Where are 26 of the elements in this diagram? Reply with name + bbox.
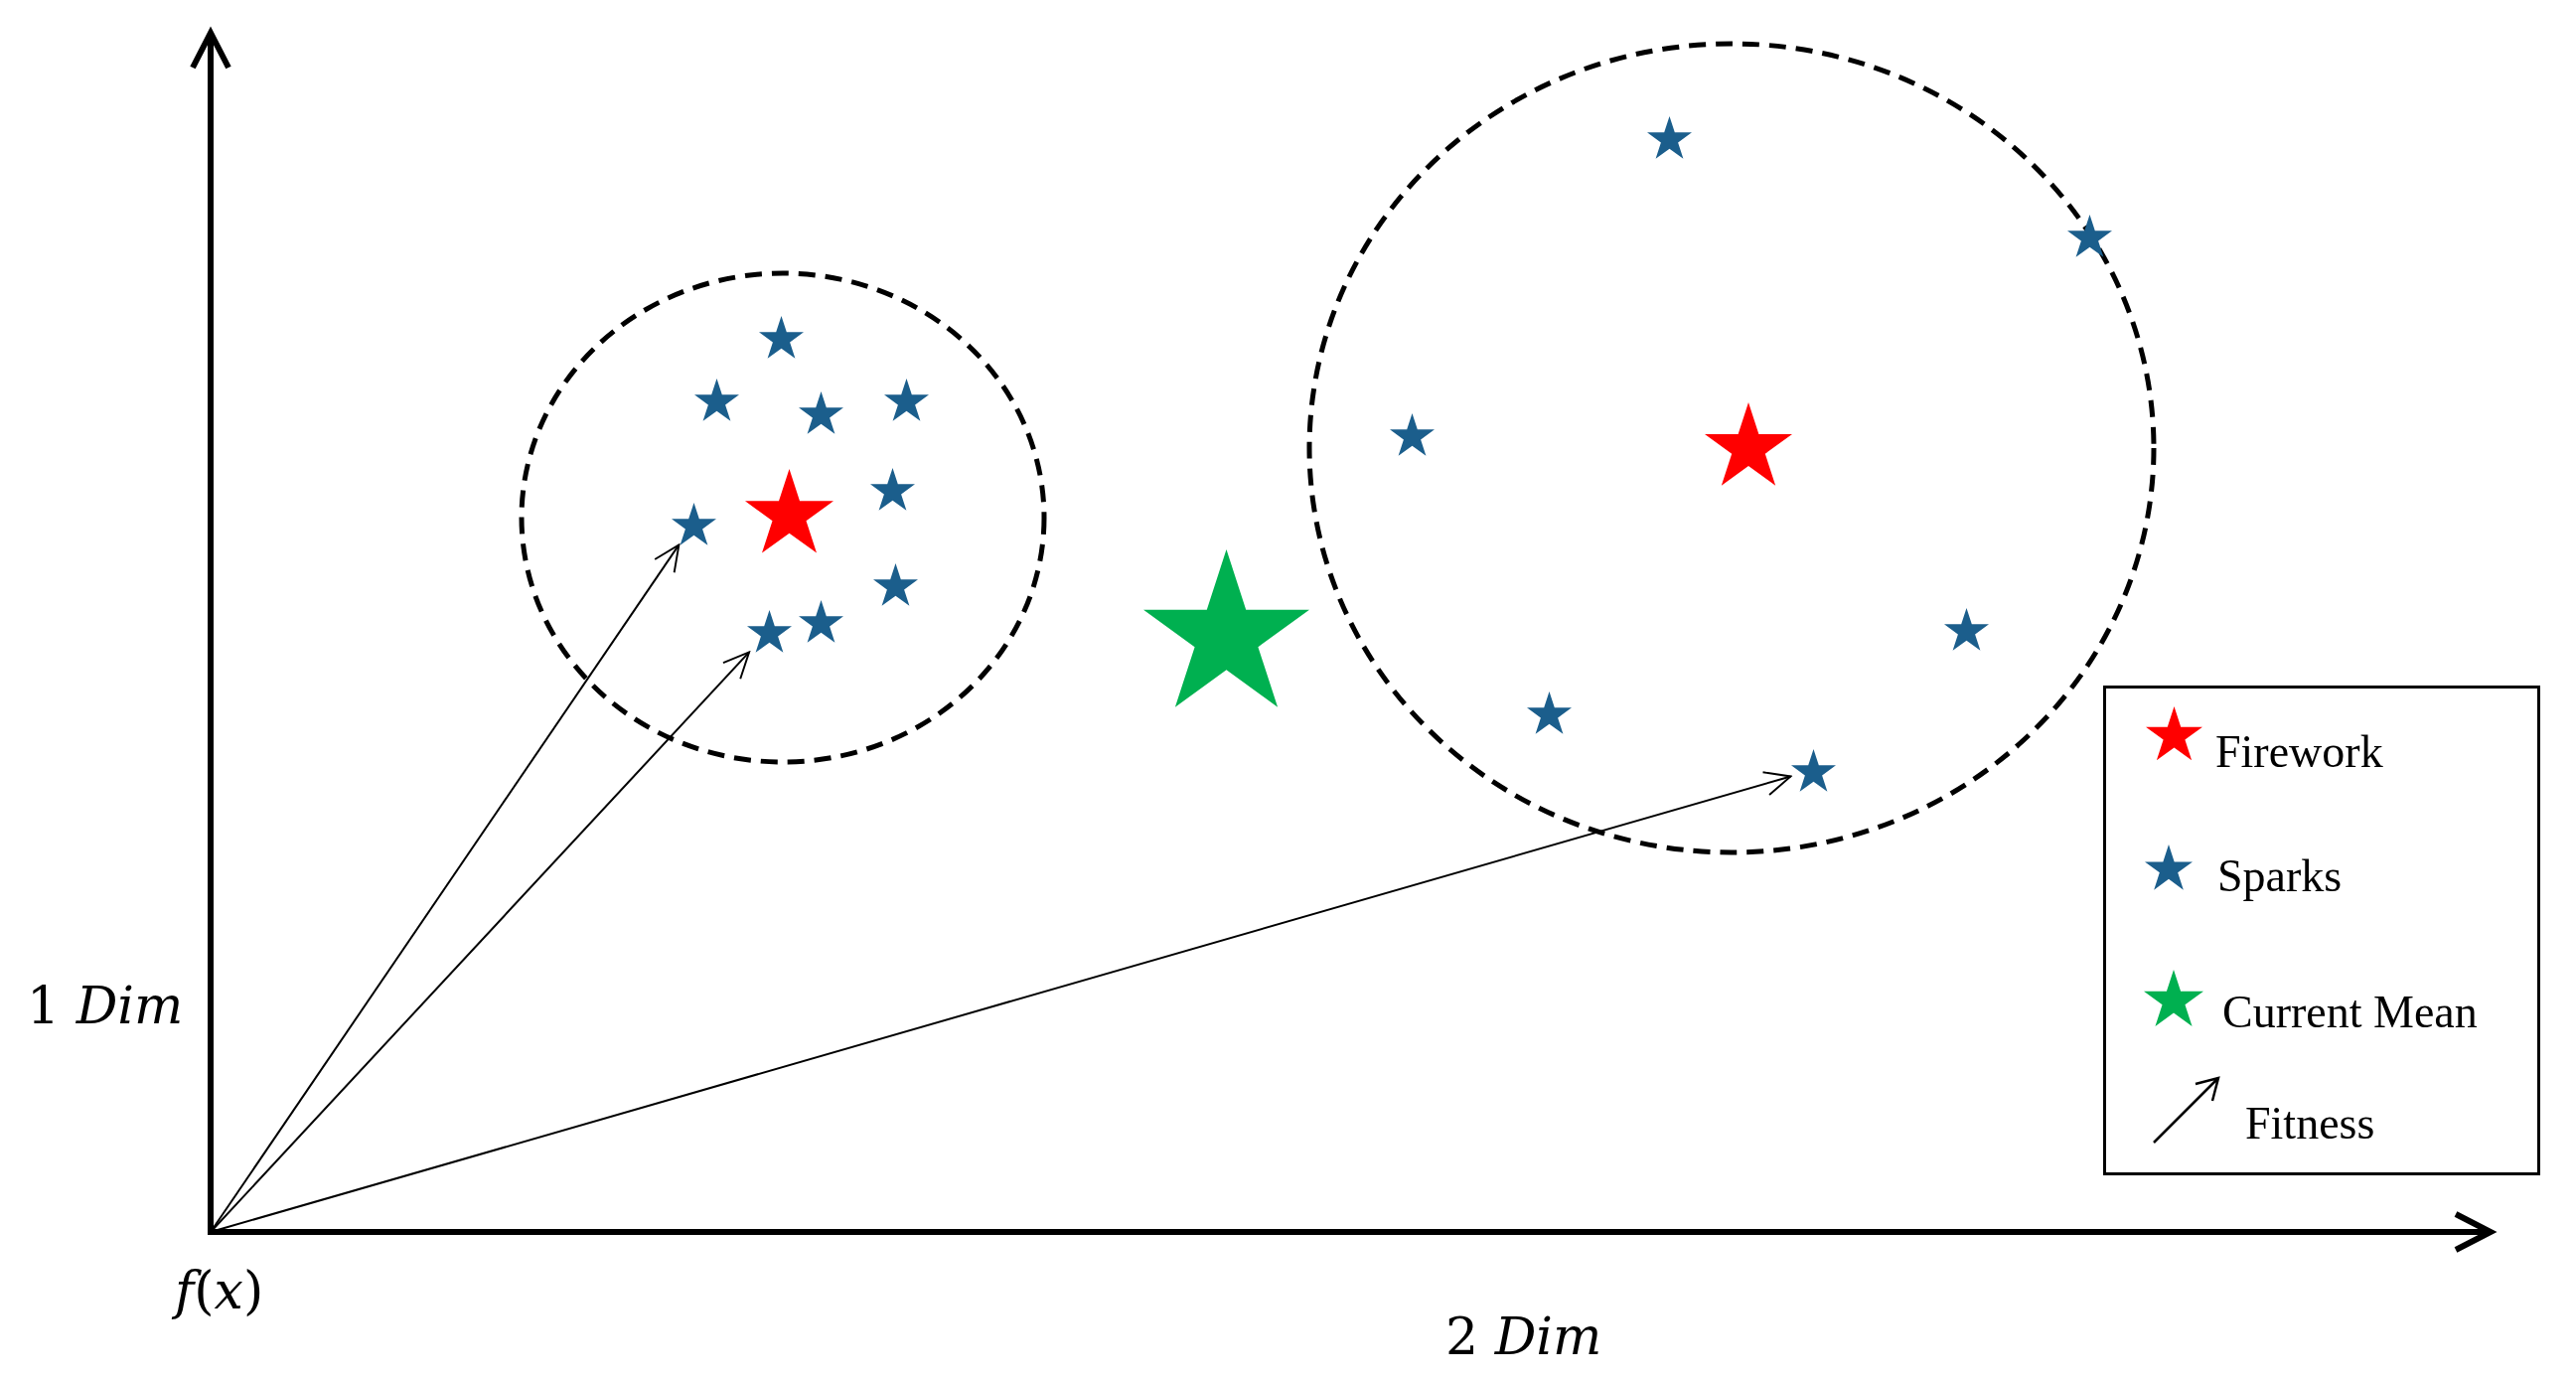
spark-star-icon	[693, 378, 739, 421]
spark-star-icon	[872, 562, 918, 606]
firework-star-icon	[1705, 402, 1792, 486]
spark-star-icon	[798, 390, 843, 434]
spark-star-icon	[1943, 607, 1989, 651]
legend-label: Firework	[2215, 726, 2383, 779]
spark-star-icon	[869, 467, 915, 511]
legend-label: Fitness	[2245, 1098, 2375, 1151]
spark-star-icon	[1389, 412, 1435, 456]
legend-label: Current Mean	[2222, 987, 2478, 1039]
axis-label: 2 Dim	[1445, 1305, 1602, 1368]
mean-star-icon	[1142, 548, 1309, 707]
spark-star-icon	[1790, 748, 1836, 792]
legend-label: Sparks	[2217, 850, 2343, 903]
spark-star-icon	[883, 378, 929, 421]
spark-star-icon	[671, 502, 716, 545]
axis-label: 1 Dim	[27, 975, 184, 1037]
dashed-circle	[1306, 41, 2157, 855]
dashed-circle	[519, 270, 1047, 765]
spark-star-icon	[746, 609, 792, 653]
spark-star-icon	[758, 315, 804, 359]
spark-star-icon	[1526, 690, 1572, 734]
firework-star-icon	[744, 468, 833, 553]
spark-star-icon	[2066, 214, 2112, 257]
spark-star-icon	[1646, 115, 1692, 159]
spark-star-icon	[798, 599, 843, 643]
